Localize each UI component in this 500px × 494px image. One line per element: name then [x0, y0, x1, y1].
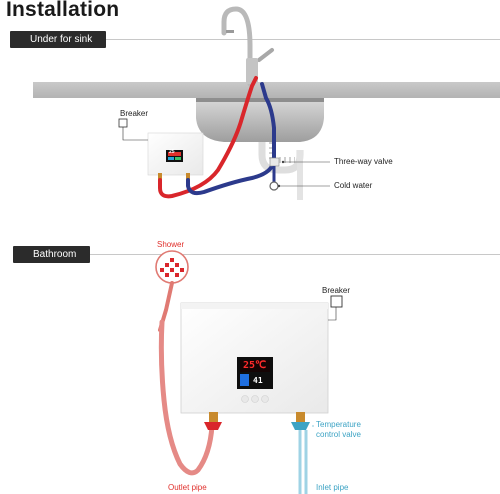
- bath-display-temperature: 25℃: [243, 360, 267, 371]
- cold-water-pipe: [186, 82, 276, 196]
- section-tag-bathroom: Bathroom: [13, 246, 500, 263]
- countertop: [33, 82, 500, 98]
- water-heater-sink: [147, 132, 204, 180]
- label-temperature-valve-1: Temperature: [316, 420, 361, 429]
- breaker-sink: [118, 118, 128, 128]
- section-tag-under-sink: Under for sink: [10, 31, 500, 48]
- label-inlet-pipe: Inlet pipe: [316, 483, 349, 492]
- label-outlet-pipe: Outlet pipe: [168, 483, 207, 492]
- faucet: [221, 6, 253, 87]
- control-buttons: [241, 395, 269, 403]
- drain-pipe: [258, 142, 304, 174]
- cold-water-inlet: [269, 181, 279, 191]
- label-three-way-valve: Three-way valve: [334, 157, 393, 166]
- sink-basin: [196, 98, 324, 142]
- label-cold-water: Cold water: [334, 181, 373, 190]
- shower-head: [155, 250, 189, 332]
- label-breaker-bathroom: Breaker: [322, 286, 351, 295]
- outlet-hose: [158, 319, 215, 476]
- breaker-bathroom: [330, 295, 343, 308]
- water-heater-bathroom: [180, 302, 329, 430]
- page-title: Installation: [6, 0, 120, 21]
- label-temperature-valve-2: control valve: [316, 430, 361, 439]
- label-breaker-sink: Breaker: [120, 109, 149, 118]
- sink-display-readout: 25: [169, 149, 175, 155]
- three-way-valve: [269, 157, 280, 167]
- label-shower: Shower: [157, 240, 185, 249]
- bath-display-power: 41: [253, 376, 263, 385]
- hot-water-pipe: [158, 76, 258, 199]
